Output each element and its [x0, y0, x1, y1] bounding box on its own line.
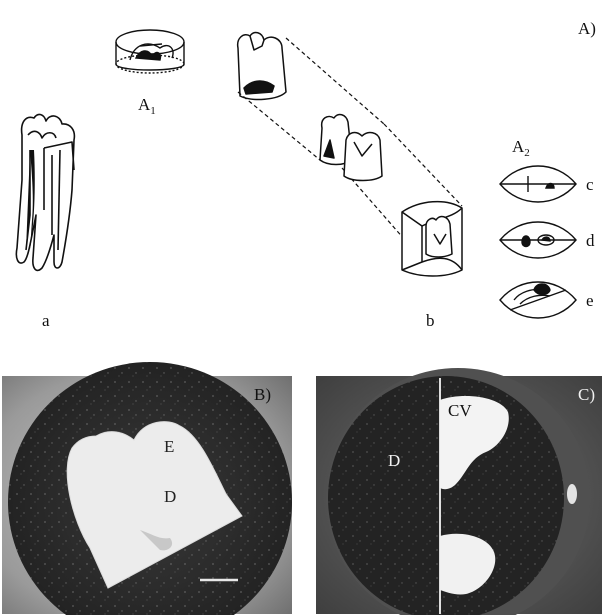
- lens-e-drawing: [500, 282, 576, 318]
- disc-a1-drawing: [116, 30, 184, 73]
- photo-c-dentin-label: D: [388, 452, 400, 469]
- a1-sub: 1: [150, 105, 156, 117]
- label-e: e: [586, 292, 594, 309]
- panel-c-label: C): [578, 386, 595, 403]
- label-a: a: [42, 312, 50, 329]
- section-sequence-drawing: [238, 33, 462, 276]
- photo-b-enamel-label: E: [164, 438, 174, 455]
- a1-label: A1: [138, 96, 156, 117]
- panel-b-label: B): [254, 386, 271, 403]
- a2-sub: 2: [524, 147, 530, 159]
- a1-base: A: [138, 95, 150, 114]
- label-b: b: [426, 312, 435, 329]
- photo-c-cv-label: CV: [448, 402, 472, 419]
- tooth-a-drawing: [16, 114, 74, 270]
- panel-a-label: A): [578, 20, 596, 37]
- lens-c-drawing: [500, 166, 576, 202]
- a2-label: A2: [512, 138, 530, 159]
- label-c: c: [586, 176, 594, 193]
- a2-base: A: [512, 137, 524, 156]
- label-d: d: [586, 232, 595, 249]
- lens-d-drawing: [500, 222, 576, 258]
- photo-b: [2, 362, 292, 615]
- photo-b-dentin-label: D: [164, 488, 176, 505]
